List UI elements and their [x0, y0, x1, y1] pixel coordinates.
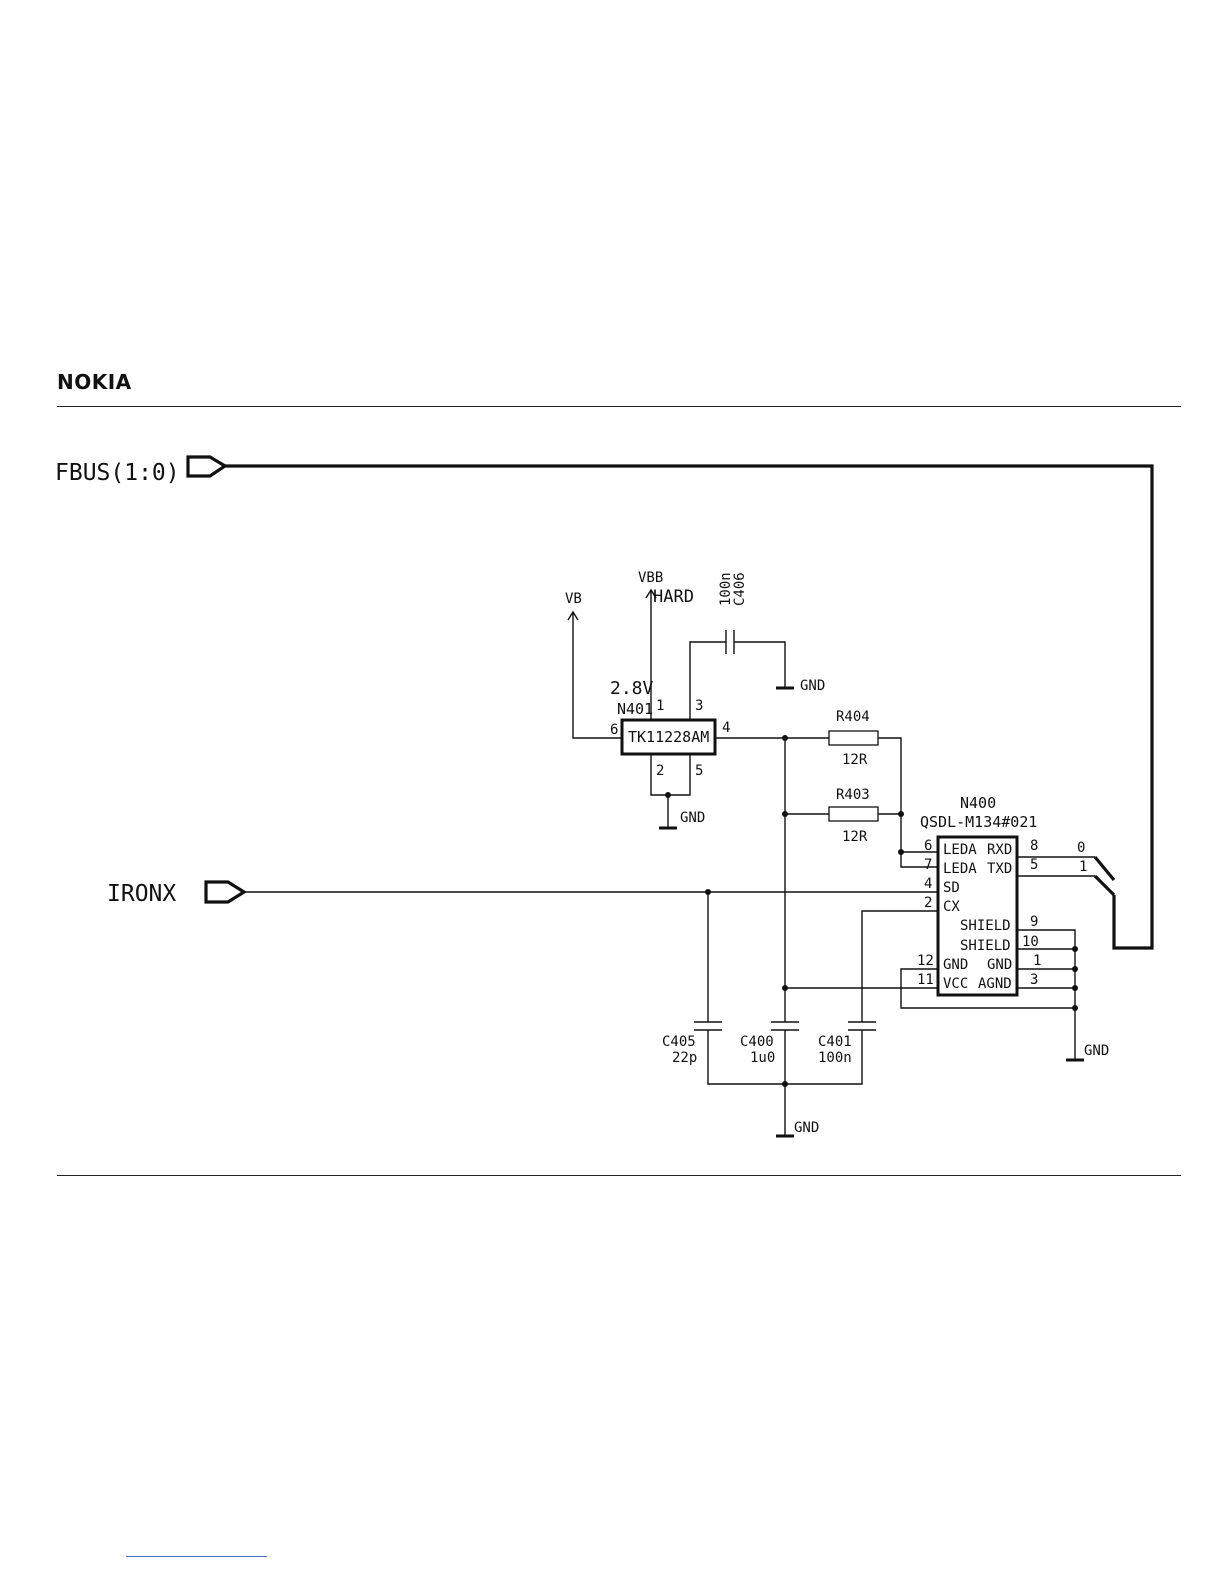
c405-value: 22p: [672, 1050, 697, 1066]
regulator-ref: N401: [617, 700, 653, 718]
c406-ref: C406: [732, 572, 748, 606]
r404-body: [829, 731, 878, 745]
c401-value: 100n: [818, 1050, 852, 1066]
transceiver-ref: N400: [960, 794, 996, 812]
junction-dot: [898, 849, 904, 855]
hard-net-label: HARD: [653, 587, 694, 607]
regulator-part: TK11228AM: [628, 728, 709, 746]
r403-ref: R403: [836, 787, 870, 803]
n400-pin-11: 11: [917, 972, 934, 988]
junction-dot: [1072, 985, 1078, 991]
vb-wire: [573, 612, 622, 738]
junction-dot: [898, 811, 904, 817]
n400-pin-label-gnd: GND: [987, 957, 1012, 973]
regulator-pin-5: 5: [695, 763, 703, 779]
gnd-label: GND: [794, 1120, 819, 1136]
n400-pin-3: 3: [1030, 972, 1038, 988]
regulator-pin-4: 4: [722, 720, 730, 736]
c400-ref: C400: [740, 1034, 774, 1050]
n400-pin-12: 12: [917, 953, 934, 969]
n400-pin-label-shield: SHIELD: [960, 918, 1011, 934]
r403-value: 12R: [842, 829, 868, 845]
gnd-label: GND: [800, 678, 825, 694]
n400-pin-6: 6: [924, 838, 932, 854]
n400-pin-label-agnd: AGND: [978, 976, 1012, 992]
regulator-pin-6: 6: [610, 722, 618, 738]
r404-value: 12R: [842, 752, 868, 768]
bus-bit-0: 0: [1077, 840, 1085, 856]
n400-pin-label-gnd: GND: [943, 957, 968, 973]
n400-pin-5: 5: [1030, 857, 1038, 873]
n400-pin-label-leda: LEDA: [943, 861, 977, 877]
n400-pin-label-cx: CX: [943, 899, 960, 915]
junction-dot: [782, 1081, 788, 1087]
c400-value: 1u0: [750, 1050, 775, 1066]
transceiver-part: QSDL-M134#021: [920, 813, 1037, 831]
bottom-link-underline[interactable]: [126, 1556, 267, 1557]
n400-pin-1: 1: [1033, 953, 1041, 969]
vb-label: VB: [565, 591, 582, 607]
regulator-pin-2: 2: [656, 763, 664, 779]
n400-pin-label-sd: SD: [943, 880, 960, 896]
ironx-port-label: IRONX: [107, 881, 176, 907]
c401-ref: C401: [818, 1034, 852, 1050]
gnd-label: GND: [680, 810, 705, 826]
n400-pin-4: 4: [924, 876, 932, 892]
n400-pin-label-shield: SHIELD: [960, 938, 1011, 954]
n400-pin-label-leda: LEDA: [943, 842, 977, 858]
gnd-label: GND: [1084, 1043, 1109, 1059]
regulator-pin-3: 3: [695, 698, 703, 714]
regulator-pin-1: 1: [656, 698, 664, 714]
fbus-port-connector: [188, 457, 225, 476]
r403-body: [829, 807, 878, 821]
fbus-port-label: FBUS(1:0): [55, 460, 180, 486]
regulator-n401: TK11228AM N401 2.8V 1 3 4 6 2 5: [610, 678, 730, 779]
n400-pin-label-txd: TXD: [987, 861, 1012, 877]
vbb-label: VBB: [638, 570, 663, 586]
n400-pin-label-rxd: RXD: [987, 842, 1012, 858]
bus-bit-1: 1: [1079, 859, 1087, 875]
ironx-port-connector: [206, 882, 244, 902]
ironx-port: IRONX: [107, 881, 244, 907]
transceiver-n400: N400 QSDL-M134#021 6 LEDA 7 LEDA 4 SD 2 …: [917, 794, 1041, 995]
regulator-voltage: 2.8V: [610, 678, 654, 699]
fbus-bus-entry-0: [1095, 857, 1114, 880]
fbus-port: FBUS(1:0): [55, 457, 225, 486]
junction-dot: [1072, 946, 1078, 952]
n400-pin-10: 10: [1022, 934, 1039, 950]
junction-dot: [665, 792, 671, 798]
junction-dot: [1072, 966, 1078, 972]
n400-pin-7: 7: [924, 857, 932, 873]
n400-pin-9: 9: [1030, 914, 1038, 930]
r404-ref: R404: [836, 709, 870, 725]
c405-ref: C405: [662, 1034, 696, 1050]
svg-text:C406: C406: [732, 572, 748, 606]
c406-wire-right: [734, 642, 785, 688]
n400-pin-8: 8: [1030, 838, 1038, 854]
n400-pin-2: 2: [924, 895, 932, 911]
n400-pin-label-vcc: VCC: [943, 976, 968, 992]
